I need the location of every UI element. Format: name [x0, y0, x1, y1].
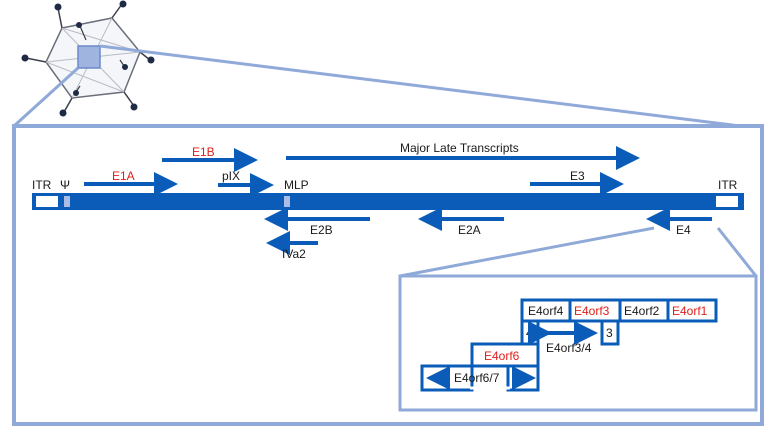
e1a-label: E1A — [112, 169, 135, 183]
mlp-box — [284, 196, 290, 207]
e4orf2-label: E4orf2 — [624, 304, 660, 318]
e4-zoom-line-right — [716, 227, 758, 277]
e2b-label: E2B — [310, 223, 333, 237]
virion-icon — [21, 0, 155, 117]
itr-left-box — [36, 196, 58, 207]
box3-label: 3 — [606, 326, 613, 340]
e4orf3-4-label: E4orf3/4 — [546, 341, 592, 355]
zoom-line-right — [99, 44, 741, 128]
e1b-label: E1B — [192, 145, 215, 159]
pix-label: pIX — [222, 169, 240, 183]
e4orf1-box — [666, 298, 718, 323]
e4orf4-label: E4orf4 — [528, 304, 564, 318]
box4-label: 4 — [526, 326, 533, 340]
genome-bar — [32, 193, 744, 210]
e4orf6-7-label: E4orf6/7 — [454, 371, 500, 385]
major-late-label: Major Late Transcripts — [400, 141, 519, 155]
e4orf6-label: E4orf6 — [484, 349, 520, 363]
e4orf3-label: E4orf3 — [574, 304, 610, 318]
itr-left-label: ITR — [32, 178, 52, 192]
genome-frame — [12, 124, 764, 426]
iva2-label: IVa2 — [282, 247, 306, 261]
orf3-splice-box — [600, 319, 620, 346]
e4-label: E4 — [676, 223, 691, 237]
itr-right-label: ITR — [718, 178, 738, 192]
e3-label: E3 — [570, 169, 585, 183]
e4-orf-map: E4orf4 E4orf3 E4orf2 E4orf1 4 3 E4orf3/4… — [420, 298, 718, 392]
mlp-label: MLP — [284, 178, 309, 192]
psi-box — [64, 196, 70, 207]
psi-label: Ψ — [60, 178, 70, 192]
itr-right-box — [716, 196, 738, 207]
e2a-label: E2A — [458, 223, 481, 237]
e4orf1-label: E4orf1 — [672, 304, 708, 318]
e4orf6-box — [470, 342, 540, 368]
e4-zoom-line-left — [399, 226, 655, 278]
zoom-line-left — [12, 66, 80, 128]
